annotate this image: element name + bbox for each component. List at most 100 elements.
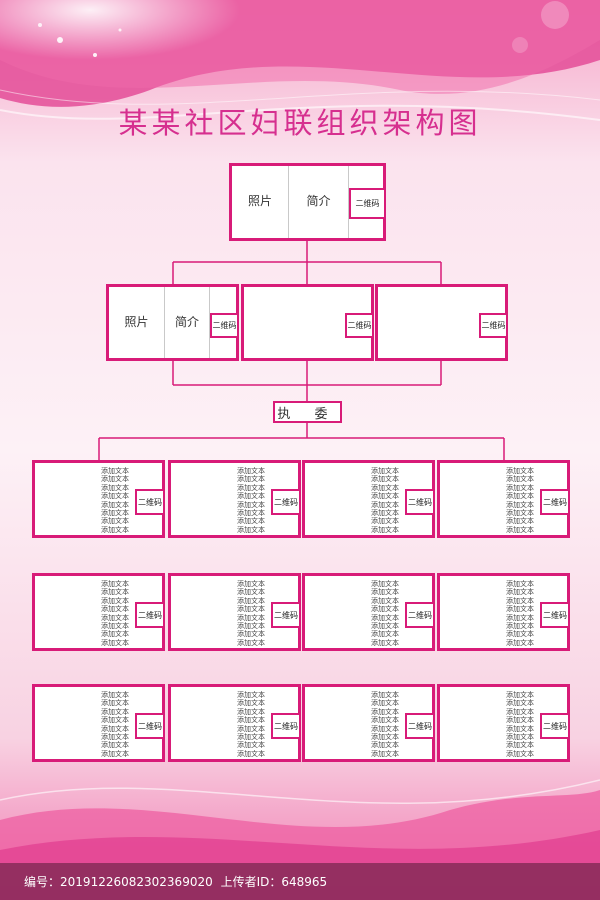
text-line: 添加文本 [371,733,399,742]
text-line: 添加文本 [237,733,265,742]
text-line: 添加文本 [237,630,265,639]
text-line: 添加文本 [101,580,129,588]
member-text: 添加文本添加文本添加文本添加文本添加文本添加文本添加文本添加文本 [371,691,399,758]
watermark-bar: 编号：20191226082302369020 上传者ID：648965 [0,863,600,900]
text-line: 添加文本 [101,707,129,716]
member-text: 添加文本添加文本添加文本添加文本添加文本添加文本添加文本添加文本 [237,691,265,758]
text-line: 添加文本 [101,638,129,647]
text-line: 添加文本 [237,588,265,597]
text-line: 添加文本 [506,733,534,742]
text-line: 添加文本 [506,492,534,501]
text-line: 添加文本 [237,749,265,758]
text-line: 添加文本 [506,622,534,631]
watermark-text: 编号：20191226082302369020 上传者ID：648965 [24,875,328,889]
member-card: 添加文本添加文本添加文本添加文本添加文本添加文本添加文本添加文本 二维码 [437,460,570,538]
text-line: 添加文本 [506,638,534,647]
text-line: 添加文本 [506,716,534,725]
text-line: 添加文本 [371,483,399,492]
text-line: 添加文本 [371,588,399,597]
text-line: 添加文本 [371,525,399,534]
text-line: 添加文本 [101,467,129,475]
text-line: 添加文本 [371,500,399,509]
text-line: 添加文本 [506,596,534,605]
text-line: 添加文本 [101,741,129,750]
qr-code: 二维码 [540,489,570,515]
text-line: 添加文本 [237,707,265,716]
photo-slot: 照片 [109,287,165,358]
qr-code: 二维码 [271,602,301,628]
member-card: 添加文本添加文本添加文本添加文本添加文本添加文本添加文本添加文本 二维码 [302,460,435,538]
text-line: 添加文本 [506,707,534,716]
text-line: 添加文本 [506,741,534,750]
text-line: 添加文本 [506,525,534,534]
text-line: 添加文本 [506,475,534,484]
text-line: 添加文本 [101,691,129,699]
member-card: 添加文本添加文本添加文本添加文本添加文本添加文本添加文本添加文本 二维码 [32,573,165,651]
text-line: 添加文本 [371,517,399,526]
member-text: 添加文本添加文本添加文本添加文本添加文本添加文本添加文本添加文本 [371,467,399,534]
text-line: 添加文本 [237,605,265,614]
text-line: 添加文本 [237,691,265,699]
text-line: 添加文本 [237,467,265,475]
qr-code: 二维码 [135,602,165,628]
member-card: 添加文本添加文本添加文本添加文本添加文本添加文本添加文本添加文本 二维码 [168,573,301,651]
member-card: 添加文本添加文本添加文本添加文本添加文本添加文本添加文本添加文本 二维码 [302,684,435,762]
text-line: 添加文本 [237,517,265,526]
text-line: 添加文本 [506,483,534,492]
page-title: 某某社区妇联组织架构图 [118,106,482,140]
text-line: 添加文本 [506,699,534,708]
member-text: 添加文本添加文本添加文本添加文本添加文本添加文本添加文本添加文本 [237,467,265,534]
text-line: 添加文本 [506,580,534,588]
text-line: 添加文本 [237,580,265,588]
text-line: 添加文本 [371,467,399,475]
photo-label: 照片 [247,194,272,208]
member-text: 添加文本添加文本添加文本添加文本添加文本添加文本添加文本添加文本 [506,691,534,758]
member-card: 添加文本添加文本添加文本添加文本添加文本添加文本添加文本添加文本 二维码 [32,684,165,762]
text-line: 添加文本 [101,630,129,639]
executive-committee-label: 执 委 [273,401,342,423]
member-card: 添加文本添加文本添加文本添加文本添加文本添加文本添加文本添加文本 二维码 [168,460,301,538]
member-card: 添加文本添加文本添加文本添加文本添加文本添加文本添加文本添加文本 二维码 [32,460,165,538]
qr-code: 二维码 [405,602,435,628]
intro-slot: 简介 [289,166,349,238]
text-line: 添加文本 [101,483,129,492]
photo-label: 照片 [124,315,149,329]
text-line: 添加文本 [371,749,399,758]
qr-code: 二维码 [540,602,570,628]
text-line: 添加文本 [237,613,265,622]
text-line: 添加文本 [101,605,129,614]
text-line: 添加文本 [237,596,265,605]
text-line: 添加文本 [371,622,399,631]
text-line: 添加文本 [237,492,265,501]
qr-code: 二维码 [135,489,165,515]
text-line: 添加文本 [237,509,265,518]
text-line: 添加文本 [101,492,129,501]
qr-code: 二维码 [271,713,301,739]
text-line: 添加文本 [371,630,399,639]
photo-slot: 照片 [232,166,289,238]
text-line: 添加文本 [506,749,534,758]
text-line: 添加文本 [101,622,129,631]
text-line: 添加文本 [237,638,265,647]
text-line: 添加文本 [371,691,399,699]
text-line: 添加文本 [237,622,265,631]
text-line: 添加文本 [237,724,265,733]
text-line: 添加文本 [237,525,265,534]
intro-label: 简介 [306,194,331,208]
member-text: 添加文本添加文本添加文本添加文本添加文本添加文本添加文本添加文本 [101,467,129,534]
member-text: 添加文本添加文本添加文本添加文本添加文本添加文本添加文本添加文本 [506,467,534,534]
deputy-card: 二维码 [375,284,508,361]
member-card: 添加文本添加文本添加文本添加文本添加文本添加文本添加文本添加文本 二维码 [168,684,301,762]
uploader-id: 648965 [281,875,328,889]
text-line: 添加文本 [101,500,129,509]
text-line: 添加文本 [237,716,265,725]
qr-code: 二维码 [135,713,165,739]
text-line: 添加文本 [101,724,129,733]
qr-code: 二维码 [479,313,508,338]
text-line: 添加文本 [506,467,534,475]
uploader-label: 上传者ID [220,875,270,889]
member-text: 添加文本添加文本添加文本添加文本添加文本添加文本添加文本添加文本 [237,580,265,647]
text-line: 添加文本 [371,605,399,614]
member-card: 添加文本添加文本添加文本添加文本添加文本添加文本添加文本添加文本 二维码 [437,573,570,651]
text-line: 添加文本 [101,733,129,742]
